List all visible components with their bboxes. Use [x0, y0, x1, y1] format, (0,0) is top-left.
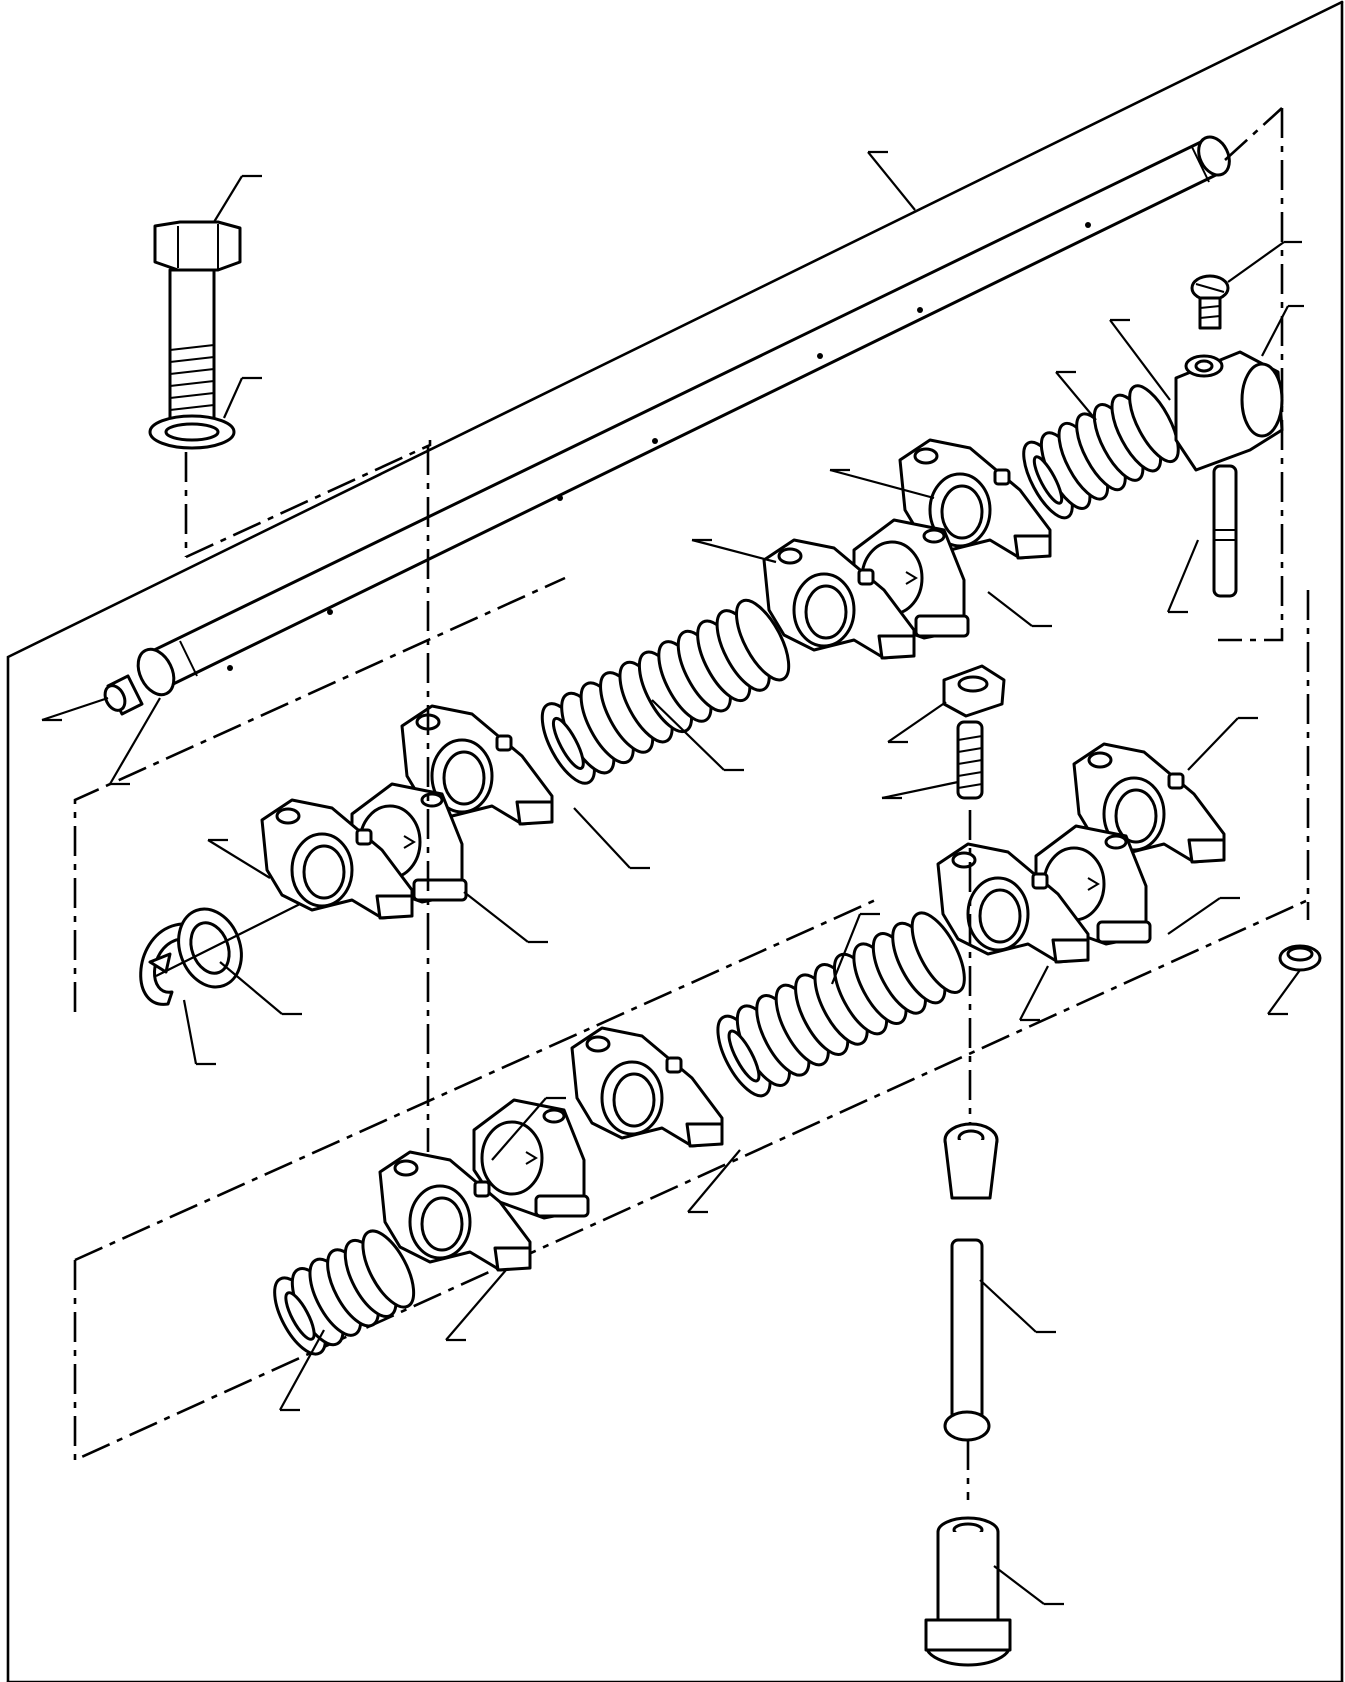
callout-bracket-ml: [463, 891, 529, 943]
tappet: [924, 1516, 1012, 1667]
callout-end-bracket: [1109, 319, 1171, 401]
adjusting-screw: [956, 720, 984, 800]
callout-pin: [1166, 539, 1200, 613]
callout-rocker-ml: [573, 807, 631, 869]
spring-lower-center: [716, 911, 966, 1098]
callout-adjusting-nut: [887, 701, 947, 743]
push-rod: [943, 1238, 991, 1442]
callout-rocker-ll: [445, 1269, 507, 1341]
spring-upper-center: [535, 593, 798, 789]
callout-end-spring: [1055, 371, 1097, 421]
callout-push-rod: [979, 1279, 1037, 1333]
bolt-thread: [169, 344, 215, 411]
dash-group-middle: [73, 576, 1310, 1012]
rocker-shaft: [136, 135, 1231, 697]
washer: [148, 414, 236, 450]
callout-leaders: [41, 150, 1304, 1606]
callout-bracket-ll: [491, 1097, 547, 1161]
callout-rocker-lm: [1019, 965, 1049, 1021]
callout-spring-ll: [279, 1329, 325, 1411]
callout-oil-seal: [1267, 969, 1301, 1015]
locating-screw: [1190, 274, 1230, 330]
callout-bracket-ur: [987, 591, 1033, 627]
oil-holes: [227, 222, 1091, 671]
callout-shaft: [867, 151, 916, 211]
callout-circlip: [182, 999, 198, 1065]
callout-adjusting-screw: [881, 780, 959, 800]
callout-rocker-um: [691, 538, 777, 564]
end-bracket: [1174, 350, 1284, 598]
oil-seal: [1278, 944, 1322, 972]
bolt: [153, 220, 242, 422]
rocker-arm-lower-center: [570, 1026, 724, 1148]
callout-spring-lc: [830, 913, 862, 985]
spring-lower-left: [273, 1229, 416, 1356]
dash-group-lower: [73, 896, 1309, 1463]
adjusting-nut: [942, 664, 1006, 718]
dash-group-upper: [185, 108, 1284, 642]
assembly-boundary: [6, 0, 1344, 1682]
callout-bracket-lr: [1167, 897, 1221, 935]
callout-thrust-washer: [219, 961, 283, 1015]
callout-washer: [222, 377, 244, 419]
callout-plug: [41, 696, 109, 722]
push-rod-cup: [943, 1122, 999, 1200]
callout-rocker-lr: [1187, 717, 1239, 771]
callout-spring-uc: [651, 699, 725, 771]
callout-locating-screw: [1227, 241, 1285, 283]
plug: [103, 674, 144, 716]
callout-bolt: [213, 175, 243, 223]
callout-shaft-end: [109, 697, 161, 785]
end-spring: [1022, 384, 1180, 520]
callout-rocker-lc: [687, 1149, 741, 1213]
callout-tappet: [993, 1565, 1045, 1605]
callout-end-cap: [1261, 305, 1289, 357]
callout-rocker-ur: [829, 468, 935, 500]
callout-rocker-l: [207, 839, 271, 879]
